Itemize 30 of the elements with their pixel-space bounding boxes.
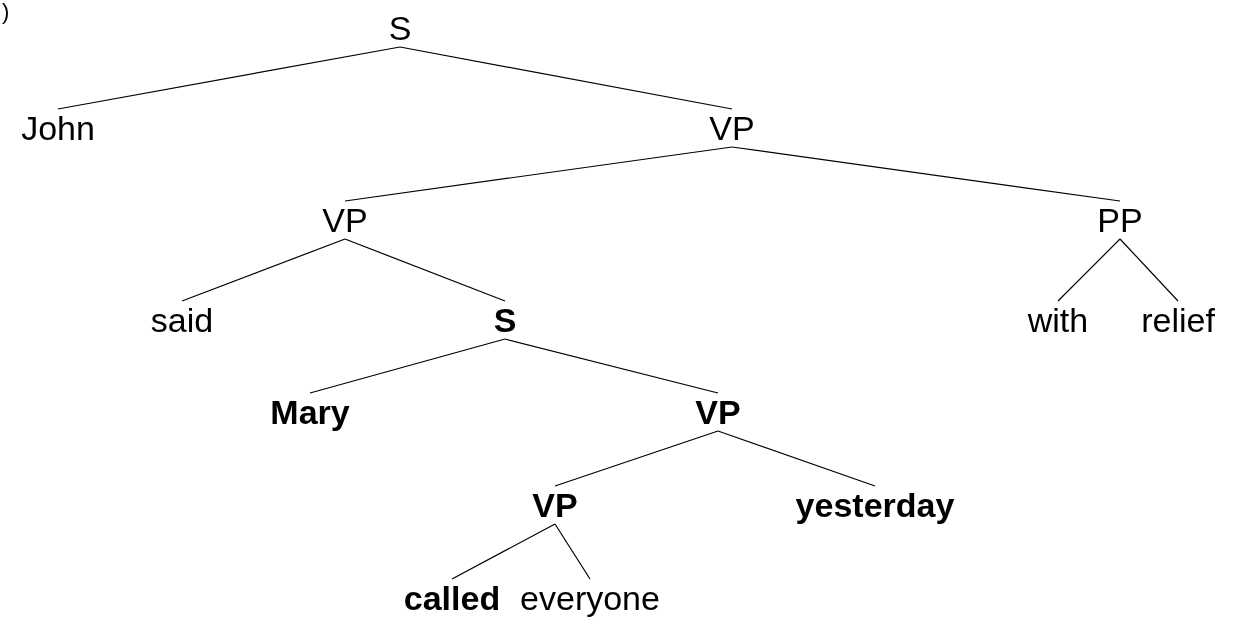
tree-node-label: John bbox=[21, 111, 95, 145]
tree-node-label: relief bbox=[1141, 303, 1215, 337]
tree-node-label: said bbox=[150, 303, 214, 337]
label-fragment: ) bbox=[2, 1, 10, 23]
tree-node-label: yesterday bbox=[795, 488, 955, 522]
tree-node-label: VP bbox=[532, 488, 578, 522]
tree-branch bbox=[504, 338, 719, 394]
tree-branch bbox=[309, 338, 506, 394]
tree-branch bbox=[731, 146, 1121, 202]
tree-branch bbox=[344, 238, 506, 302]
tree-node-label: VP bbox=[322, 203, 368, 237]
tree-branch bbox=[554, 523, 591, 580]
tree-branch bbox=[1057, 238, 1121, 302]
tree-node-label: everyone bbox=[520, 581, 660, 615]
tree-node-label: VP bbox=[695, 395, 741, 429]
tree-node-label: S bbox=[388, 11, 412, 45]
tree-branch bbox=[181, 238, 346, 302]
tree-branch bbox=[451, 523, 556, 580]
tree-node-label: S bbox=[493, 303, 517, 337]
tree-node-label: with bbox=[1027, 303, 1089, 337]
tree-node-label: PP bbox=[1097, 203, 1143, 237]
tree-node-label: called bbox=[403, 581, 501, 615]
tree-branch bbox=[717, 430, 876, 487]
tree-branch bbox=[57, 46, 401, 110]
tree-branch bbox=[399, 46, 733, 110]
tree-node-label: VP bbox=[709, 111, 755, 145]
tree-branch bbox=[554, 430, 719, 487]
tree-node-label: Mary bbox=[270, 395, 350, 429]
tree-branch bbox=[1119, 238, 1179, 302]
tree-branch bbox=[344, 146, 733, 202]
